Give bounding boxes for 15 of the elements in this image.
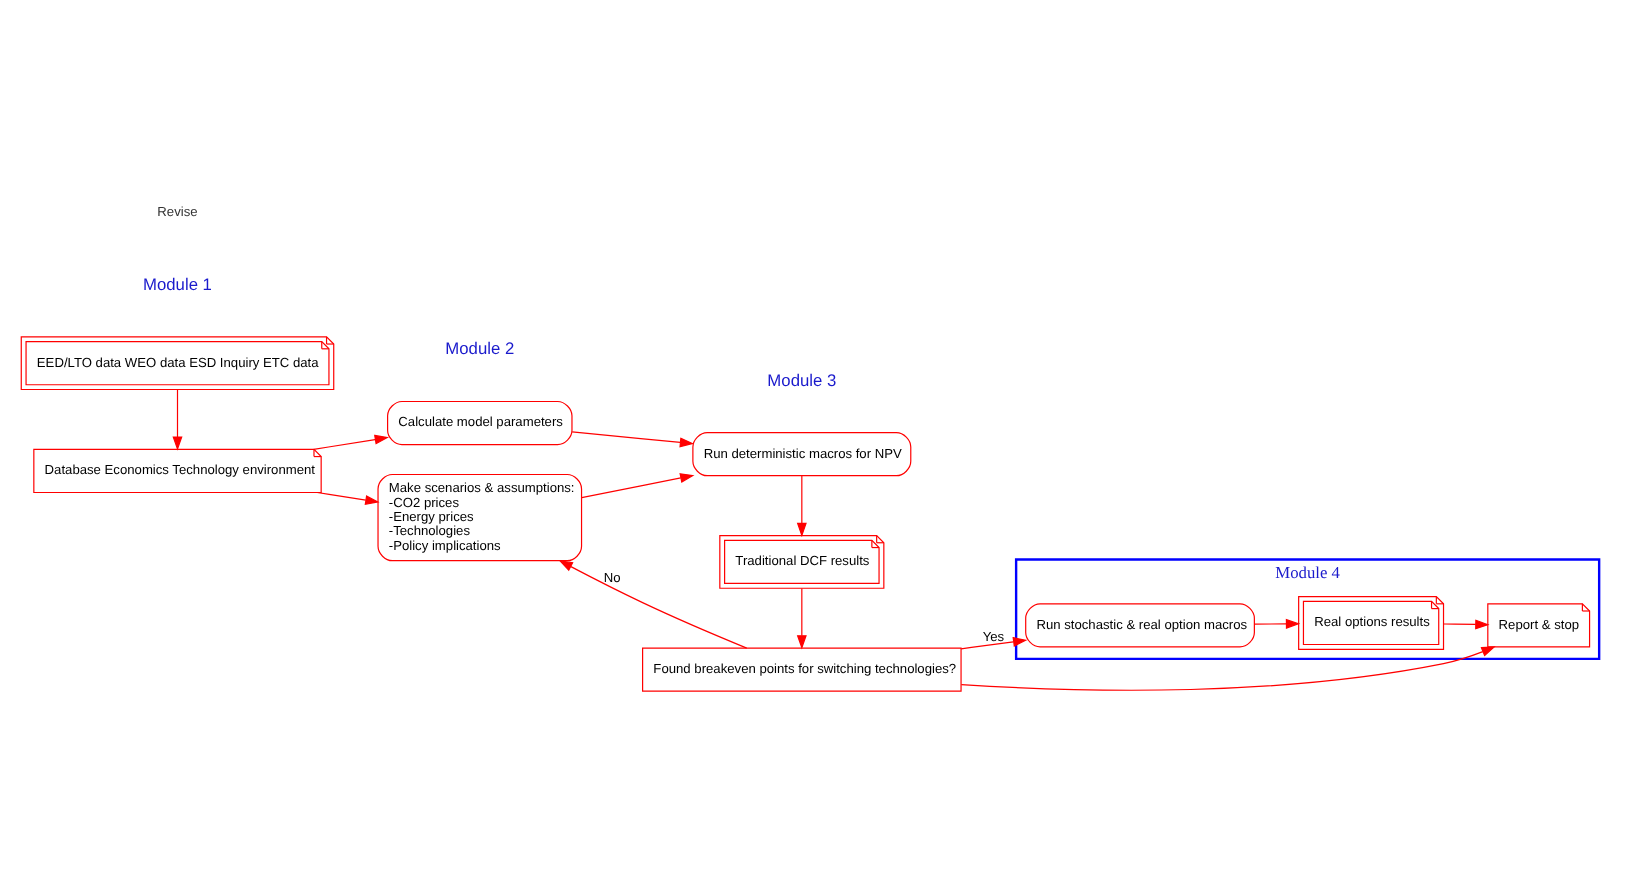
arrow	[960, 646, 1496, 691]
arrow	[571, 431, 695, 448]
arrow	[558, 560, 748, 649]
arrow	[1253, 618, 1301, 629]
arrow	[1443, 619, 1490, 630]
label: Module 2	[445, 338, 515, 359]
label: Module 3	[767, 369, 837, 390]
label: Module 1	[143, 273, 212, 294]
arrow	[313, 434, 390, 450]
arrow	[316, 491, 380, 505]
arrow	[796, 475, 807, 538]
arrow	[581, 473, 695, 499]
arrow	[796, 587, 807, 650]
arrow	[960, 636, 1028, 650]
arrow	[172, 389, 183, 451]
